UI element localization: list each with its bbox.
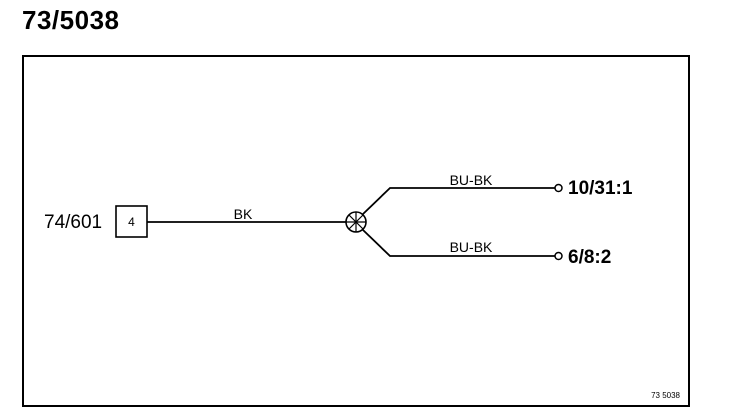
branch-wire-upper[interactable] — [362, 187, 555, 215]
page-title: 73/5038 — [22, 5, 120, 35]
figure-reference-label: 73 5038 — [651, 391, 680, 400]
connector-pin-number: 4 — [128, 215, 135, 229]
connector-pin-box[interactable] — [115, 205, 148, 238]
diagram-frame — [22, 55, 690, 407]
branch-wire-lower-color-label: BU-BK — [450, 239, 493, 255]
terminal-label-lower: 6/8:2 — [568, 247, 611, 268]
terminal-point-lower[interactable] — [554, 251, 563, 261]
terminal-point-upper[interactable] — [554, 183, 563, 193]
branch-wire-lower[interactable] — [362, 229, 555, 257]
terminal-label-upper: 10/31:1 — [568, 178, 633, 199]
source-connector-label: 74/601 — [44, 212, 102, 233]
splice-icon[interactable] — [345, 211, 367, 233]
branch-wire-upper-color-label: BU-BK — [450, 172, 493, 188]
main-wire-color-label: BK — [234, 206, 253, 222]
